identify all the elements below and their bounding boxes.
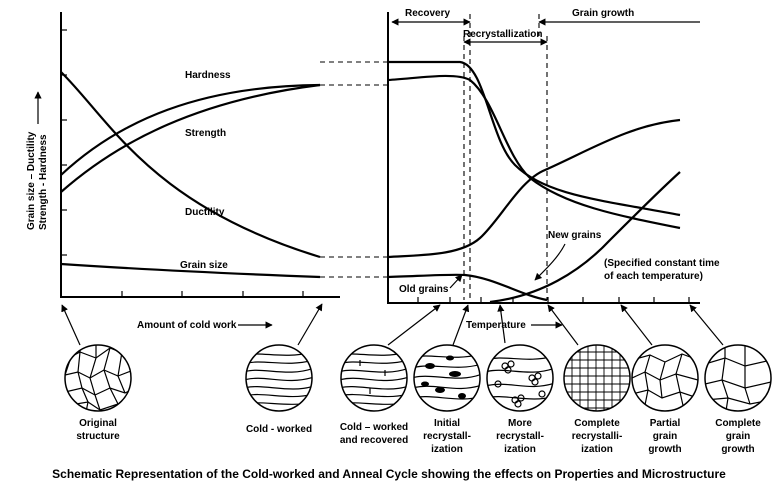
micro-caption-7-line1: Partial [650, 418, 681, 429]
ductility-curve-right [387, 118, 681, 259]
ductility-label: Ductility [185, 207, 225, 218]
strength-label: Strength [185, 128, 226, 139]
micro-caption-6-line1: Complete [574, 418, 620, 429]
micro-caption-7-line3: growth [648, 444, 681, 455]
micro-caption-6-line2: recrystalli- [572, 431, 623, 442]
micrograph-pointers [61, 303, 724, 346]
micro-caption-5-line3: ization [504, 444, 536, 455]
strength-curve-left [60, 83, 321, 193]
new-grains-curve [489, 171, 681, 304]
micrograph-captions: Original structure Cold - worked Cold – … [76, 418, 761, 455]
micro-caption-3-line2: and recovered [340, 435, 408, 446]
recrystallization-label: Recrystallization [463, 29, 542, 40]
micro-caption-8-line2: grain [726, 431, 750, 442]
right-x-axis-label: Temperature [466, 320, 526, 331]
micro-caption-5-line1: More [508, 418, 532, 429]
grain-size-curve-right [387, 273, 548, 302]
micro-caption-7-line2: grain [653, 431, 677, 442]
right-curves [387, 60, 681, 304]
ductility-curve-left [60, 71, 321, 259]
micro-caption-8-line3: growth [721, 444, 754, 455]
hardness-label: Hardness [185, 70, 231, 81]
micrograph-original [64, 344, 132, 412]
micrograph-partial-grain-growth [631, 344, 699, 412]
micrograph-complete-recrystallization [563, 344, 631, 412]
grain-size-label: Grain size [180, 260, 228, 271]
left-x-axis-label: Amount of cold work [137, 320, 237, 331]
micrograph-cold-worked [245, 344, 313, 412]
hardness-curve-left [60, 83, 321, 176]
strength-curve-right [387, 74, 681, 230]
note-line-2: of each temperature) [604, 271, 703, 282]
recovery-label: Recovery [405, 8, 450, 19]
micrograph-initial-recrystallization [413, 344, 481, 412]
old-grains-pointer [449, 274, 463, 289]
right-axes [387, 12, 700, 304]
micro-caption-1-line1: Original [79, 418, 117, 429]
micrograph-recovered [340, 344, 408, 412]
micro-caption-2-line1: Cold - worked [246, 424, 312, 435]
micro-caption-1-line2: structure [76, 431, 120, 442]
y-axis-label-2: Strength - Hardness [38, 134, 49, 230]
micro-caption-6-line3: ization [581, 444, 613, 455]
micro-caption-4-line3: ization [431, 444, 463, 455]
note-line-1: (Specified constant time [604, 258, 720, 269]
figure-caption: Schematic Representation of the Cold-wor… [52, 467, 726, 481]
micrograph-complete-grain-growth [704, 344, 772, 412]
grain-growth-label: Grain growth [572, 8, 634, 19]
micrograph-more-recrystallization [486, 344, 554, 412]
new-grains-pointer [534, 243, 566, 281]
panel-connectors [320, 61, 388, 278]
left-axes [60, 12, 340, 298]
stage-brackets [391, 14, 700, 300]
old-grains-label: Old grains [399, 284, 449, 295]
hardness-curve-right [388, 60, 681, 217]
micro-caption-3-line1: Cold – worked [340, 422, 408, 433]
micro-caption-8-line1: Complete [715, 418, 761, 429]
grain-size-curve-left [60, 262, 321, 279]
micro-caption-5-line2: recrystall- [496, 431, 544, 442]
y-axis-label-1: Grain size – Ductility [26, 131, 37, 230]
left-curves [60, 71, 321, 279]
new-grains-label: New grains [548, 230, 602, 241]
micro-caption-4-line2: recrystall- [423, 431, 471, 442]
micro-caption-4-line1: Initial [434, 418, 460, 429]
